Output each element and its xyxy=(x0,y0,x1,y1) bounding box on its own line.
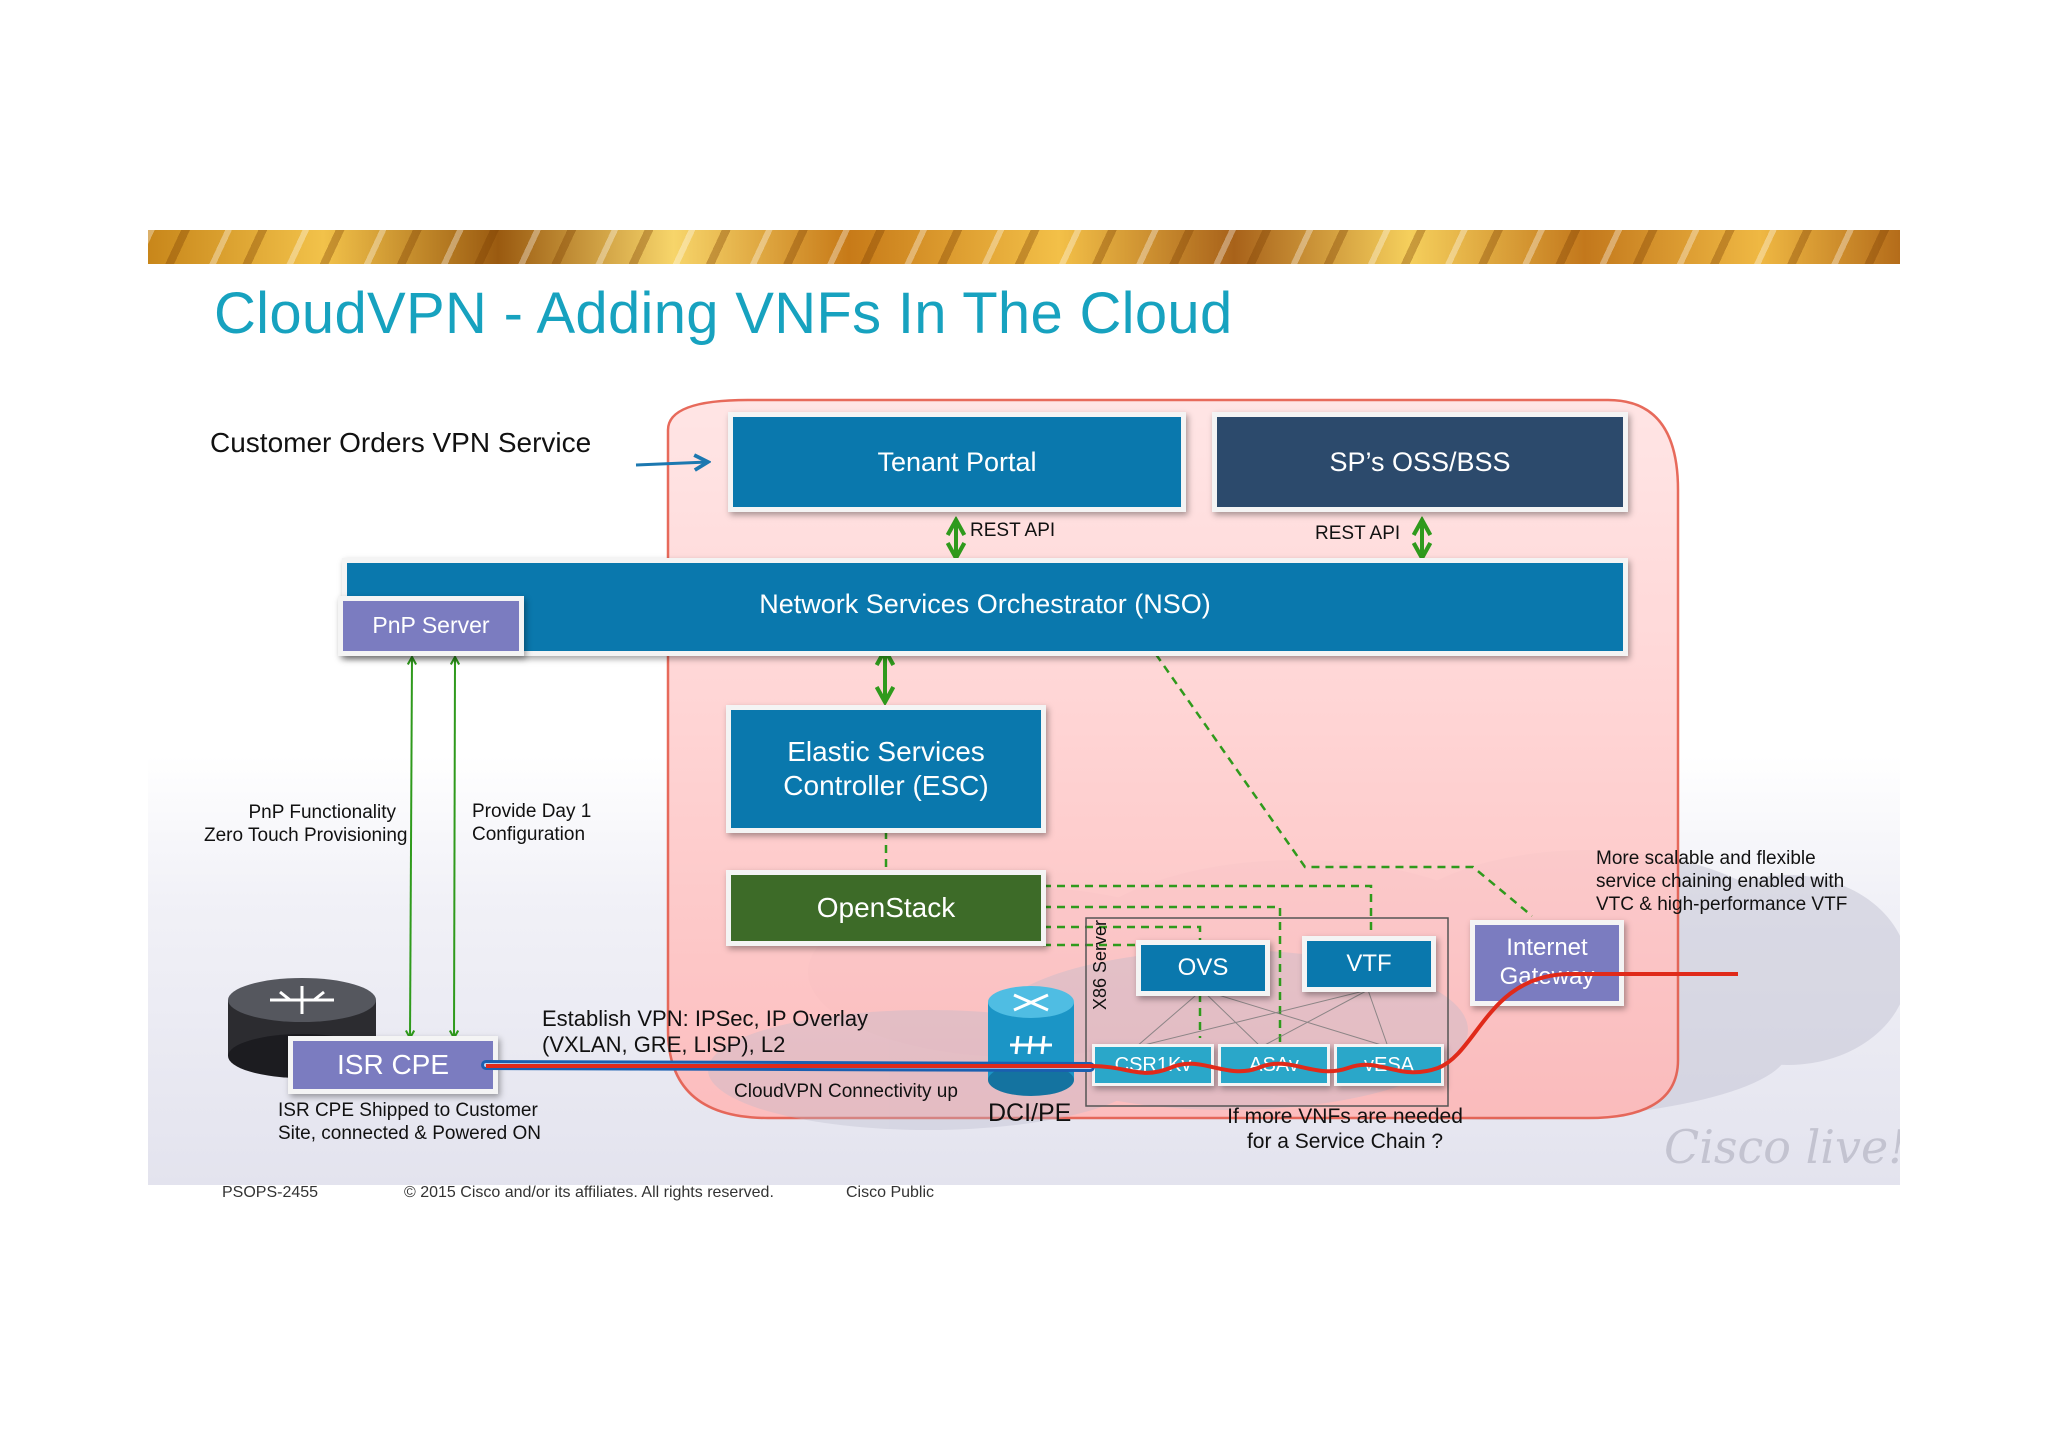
internet-gateway-label-line2: Gateway xyxy=(1499,963,1595,990)
pnp-arrow-left xyxy=(410,657,412,1038)
footer-classification: Cisco Public xyxy=(846,1184,935,1201)
footer-copyright: © 2015 Cisco and/or its affiliates. All … xyxy=(404,1184,774,1201)
cisco-live-logo: Cisco live! xyxy=(1664,1120,1900,1174)
establish-vpn-label: Establish VPN: IPSec, IP Overlay (VXLAN,… xyxy=(542,1006,868,1059)
isr-shipped-line2: Site, connected & Powered ON xyxy=(278,1122,541,1144)
scalable-chaining-line2: service chaining enabled with xyxy=(1596,870,1845,892)
scalable-chaining-label: More scalable and flexible service chain… xyxy=(1596,848,1847,916)
provide-day1-line1: Provide Day 1 xyxy=(472,801,592,822)
more-vnfs-label: If more VNFs are needed for a Service Ch… xyxy=(1210,1104,1480,1154)
internet-gateway-label-line1: Internet xyxy=(1506,934,1588,962)
openstack-label: OpenStack xyxy=(816,892,956,924)
slide-title: CloudVPN - Adding VNFs In The Cloud xyxy=(214,281,1233,346)
customer-orders-label: Customer Orders VPN Service xyxy=(210,427,592,458)
oss-bss-label: SP’s OSS/BSS xyxy=(1329,446,1511,477)
vesa-label: vESA xyxy=(1363,1054,1415,1076)
nso-box: Network Services Orchestrator (NSO) xyxy=(342,558,1628,656)
esc-label-line2: Controller (ESC) xyxy=(783,770,989,801)
isr-cpe-box: ISR CPE xyxy=(288,1036,498,1094)
more-vnfs-line2: for a Service Chain ? xyxy=(1246,1130,1444,1154)
internet-gateway-box: Internet Gateway xyxy=(1470,920,1624,1006)
pnp-functionality-line1: PnP Functionality xyxy=(248,802,396,823)
esc-label-line1: Elastic Services xyxy=(787,736,985,768)
ovs-box: OVS xyxy=(1136,940,1270,996)
oss-bss-box: SP’s OSS/BSS xyxy=(1212,412,1628,512)
csr1kv-label: CSR1Kv xyxy=(1114,1054,1192,1076)
establish-vpn-line1: Establish VPN: IPSec, IP Overlay xyxy=(542,1006,869,1031)
ovs-label: OVS xyxy=(1177,953,1229,981)
slide: CloudVPN - Adding VNFs In The Cloud xyxy=(148,230,1900,1185)
dci-pe-router-icon xyxy=(988,986,1074,1096)
dci-pe-label: DCI/PE xyxy=(988,1099,1072,1127)
pnp-arrow-right xyxy=(454,657,455,1038)
cloudvpn-connectivity-label: CloudVPN Connectivity up xyxy=(734,1081,958,1102)
pnp-server-label: PnP Server xyxy=(372,612,490,639)
provide-day1-label: Provide Day 1 Configuration xyxy=(472,801,591,847)
more-vnfs-line1: If more VNFs are needed xyxy=(1227,1105,1463,1128)
csr1kv-box: CSR1Kv xyxy=(1092,1044,1214,1086)
pnp-functionality-line2: Zero Touch Provisioning xyxy=(204,824,408,846)
vesa-box: vESA xyxy=(1334,1044,1444,1086)
pnp-server-box: PnP Server xyxy=(338,596,524,656)
footer-session-id: PSOPS-2455 xyxy=(222,1184,319,1201)
scalable-chaining-line3: VTC & high-performance VTF xyxy=(1596,893,1848,915)
scalable-chaining-line1: More scalable and flexible xyxy=(1596,848,1816,869)
order-arrow xyxy=(635,462,708,465)
rest-api-label-right: REST API xyxy=(1315,523,1401,544)
tenant-portal-label: Tenant Portal xyxy=(877,446,1037,477)
isr-shipped-label: ISR CPE Shipped to Customer Site, connec… xyxy=(278,1100,541,1146)
rest-api-label-left: REST API xyxy=(970,520,1056,541)
vtf-label: VTF xyxy=(1346,949,1392,977)
openstack-box: OpenStack xyxy=(726,870,1046,946)
esc-box: Elastic Services Controller (ESC) xyxy=(726,705,1046,833)
x86-server-label: X86 Server xyxy=(1090,919,1110,1010)
establish-vpn-line2: (VXLAN, GRE, LISP), L2 xyxy=(542,1032,786,1058)
header-banner xyxy=(148,230,1900,264)
nso-label: Network Services Orchestrator (NSO) xyxy=(759,588,1211,619)
pnp-functionality-label: PnP Functionality Zero Touch Provisionin… xyxy=(204,802,408,848)
vtf-box: VTF xyxy=(1302,936,1436,992)
isr-shipped-line1: ISR CPE Shipped to Customer xyxy=(278,1100,538,1121)
provide-day1-line2: Configuration xyxy=(472,823,586,845)
asav-label: ASAv xyxy=(1249,1054,1299,1076)
asav-box: ASAv xyxy=(1218,1044,1330,1086)
tenant-portal-box: Tenant Portal xyxy=(728,412,1186,512)
isr-cpe-label: ISR CPE xyxy=(336,1049,450,1081)
